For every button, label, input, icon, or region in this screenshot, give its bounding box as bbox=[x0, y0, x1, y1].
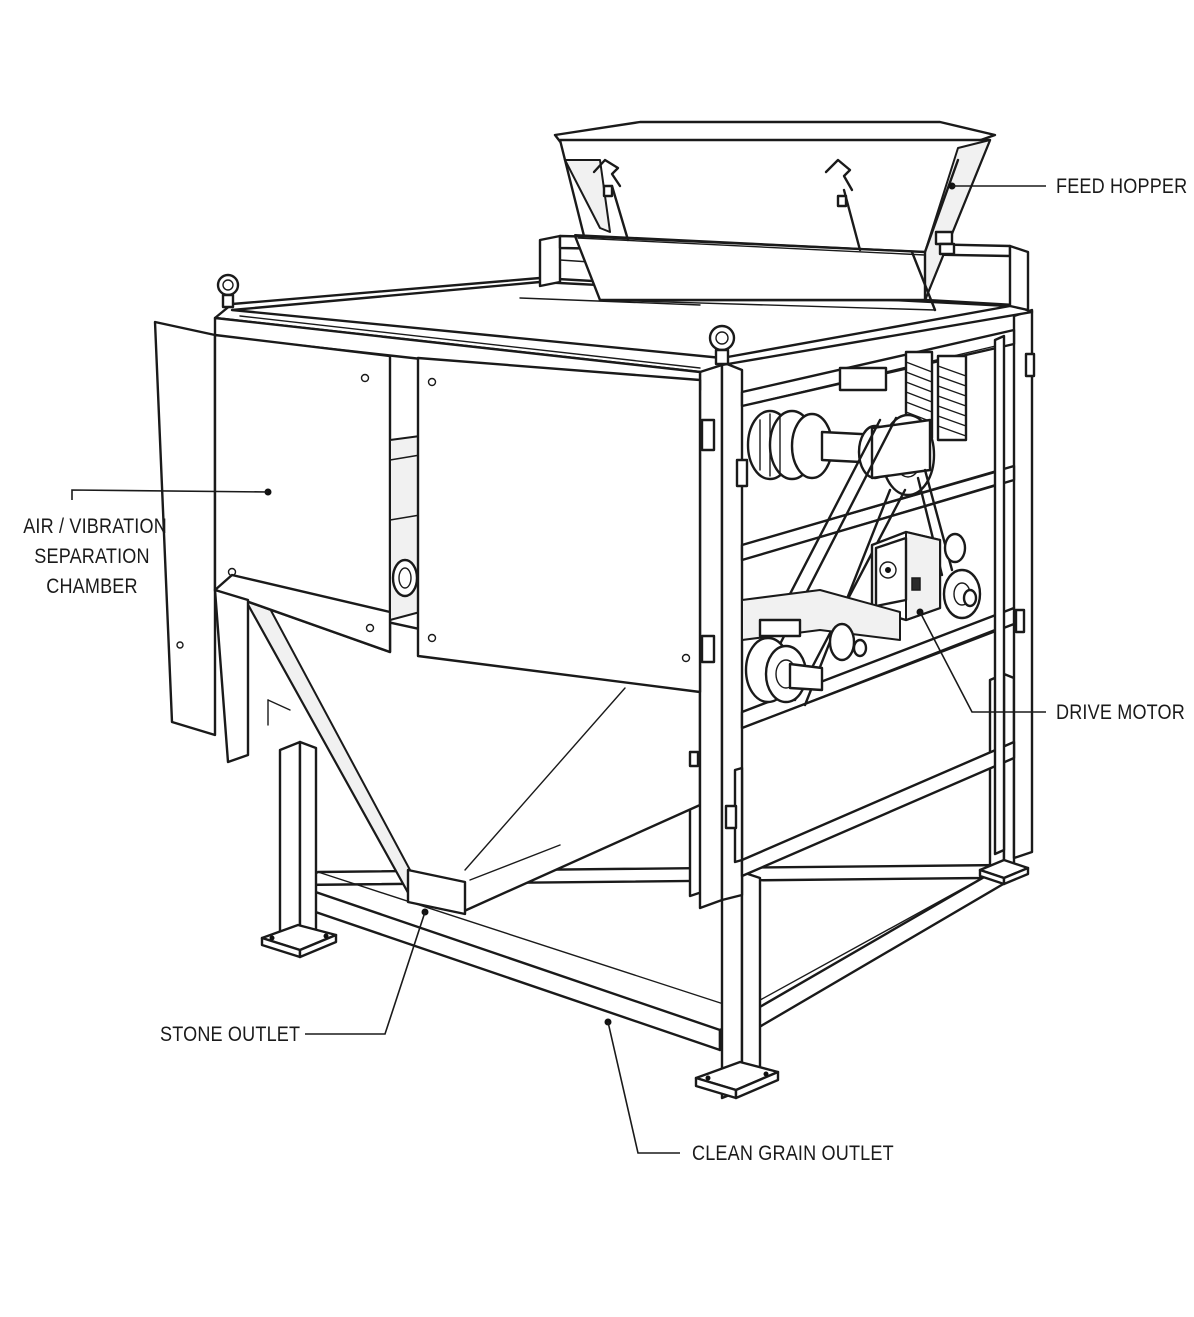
feed-hopper-label: FEED HOPPER bbox=[1056, 175, 1188, 198]
foot-plates bbox=[260, 858, 1030, 1100]
stone-outlet-label: STONE OUTLET bbox=[160, 1023, 301, 1046]
leader-lines bbox=[71, 182, 1046, 1154]
separation-chamber-label-line1: AIR / VIBRATION bbox=[23, 515, 167, 538]
separation-chamber-label-line2: SEPARATION bbox=[34, 545, 150, 568]
feed-hopper bbox=[553, 120, 997, 312]
separation-chamber-label: AIR / VIBRATION SEPARATION CHAMBER bbox=[12, 512, 172, 602]
drive-motor-label: DRIVE MOTOR bbox=[1056, 701, 1185, 724]
drive-motor-body bbox=[870, 530, 982, 622]
base-frame bbox=[293, 863, 1007, 1052]
separation-chamber-label-line3: CHAMBER bbox=[46, 575, 138, 598]
drive-system bbox=[741, 350, 982, 707]
clean-grain-outlet-label: CLEAN GRAIN OUTLET bbox=[692, 1142, 894, 1165]
side-frame bbox=[698, 308, 1036, 910]
separation-chamber bbox=[153, 320, 716, 768]
